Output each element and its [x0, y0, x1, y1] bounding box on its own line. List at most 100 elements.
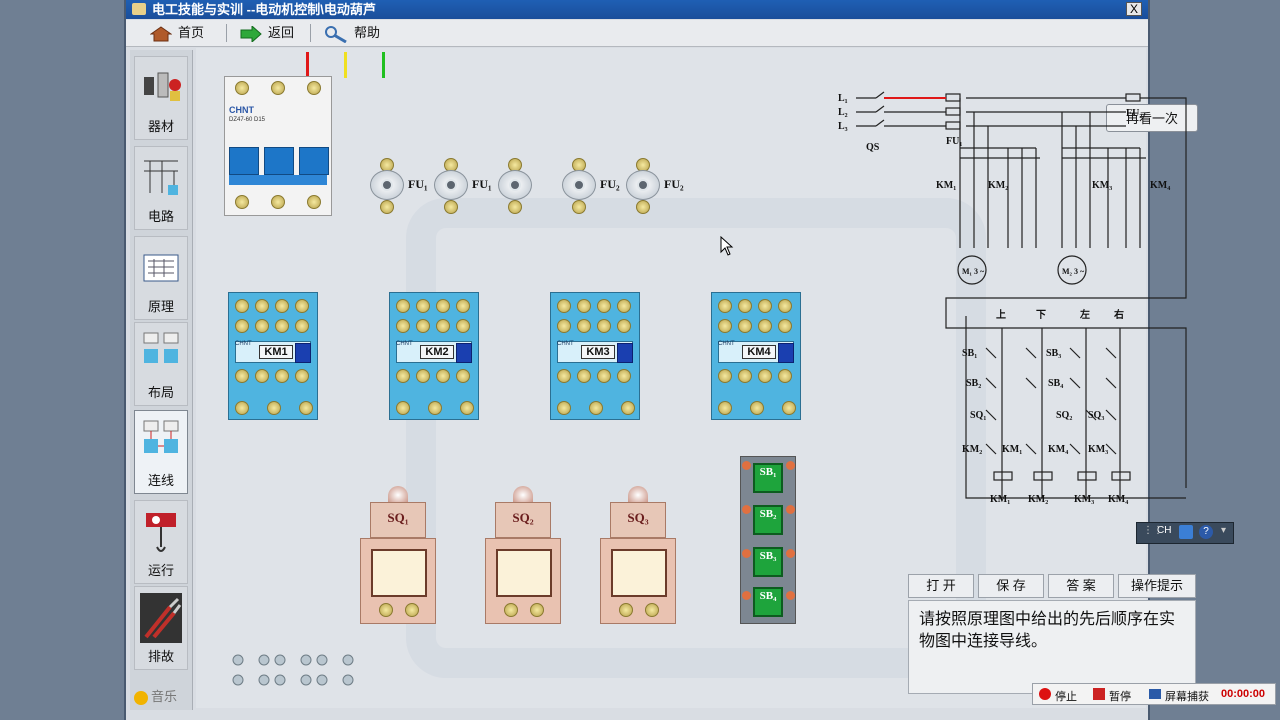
- limit-switch-sq1[interactable]: SQ₁: [360, 486, 436, 624]
- fuse[interactable]: [370, 158, 404, 214]
- terminal-screw[interactable]: [597, 319, 611, 333]
- terminal-screw[interactable]: [636, 200, 650, 214]
- terminal-screw[interactable]: [778, 319, 792, 333]
- terminal-screw[interactable]: [577, 369, 591, 383]
- back-button[interactable]: 返回: [240, 22, 294, 44]
- fuse[interactable]: [626, 158, 660, 214]
- contactor-km4[interactable]: CHNT KM4: [711, 292, 801, 420]
- terminal-screw[interactable]: [396, 401, 410, 415]
- sidebar-item-layout[interactable]: 布局: [134, 322, 188, 406]
- terminal-screw[interactable]: [396, 299, 410, 313]
- terminal-screw[interactable]: [307, 195, 321, 209]
- terminal-dot[interactable]: [786, 505, 795, 514]
- limit-switch-sq2[interactable]: SQ₂: [485, 486, 561, 624]
- terminal-dot[interactable]: [786, 461, 795, 470]
- terminal-screw[interactable]: [758, 369, 772, 383]
- terminal-screw[interactable]: [255, 299, 269, 313]
- rewatch-button[interactable]: 再看一次: [1106, 104, 1198, 132]
- sidebar-item-principle[interactable]: 原理: [134, 236, 188, 320]
- terminal-screw[interactable]: [295, 369, 309, 383]
- terminal-screw[interactable]: [436, 319, 450, 333]
- stop-button[interactable]: 停止: [1055, 691, 1077, 703]
- terminal-screw[interactable]: [758, 319, 772, 333]
- terminal-screw[interactable]: [235, 81, 249, 95]
- terminal-screw[interactable]: [235, 195, 249, 209]
- terminal-screw[interactable]: [271, 195, 285, 209]
- ime-language[interactable]: CH: [1157, 525, 1172, 536]
- terminal-screw[interactable]: [738, 319, 752, 333]
- terminal-dot[interactable]: [742, 549, 751, 558]
- terminal-screw[interactable]: [597, 299, 611, 313]
- terminal-screw[interactable]: [396, 319, 410, 333]
- terminal-screw[interactable]: [557, 319, 571, 333]
- terminal-screw[interactable]: [299, 401, 313, 415]
- terminal-screw[interactable]: [738, 299, 752, 313]
- contactor-km3[interactable]: CHNT KM3: [550, 292, 640, 420]
- terminal-screw[interactable]: [428, 401, 442, 415]
- terminal-dot[interactable]: [786, 591, 795, 600]
- fuse[interactable]: [562, 158, 596, 214]
- terminal-screw[interactable]: [275, 369, 289, 383]
- pause-icon[interactable]: [1093, 688, 1105, 700]
- pushbutton-sb1[interactable]: SB₁: [753, 463, 783, 493]
- terminal-screw[interactable]: [597, 369, 611, 383]
- terminal-screw[interactable]: [255, 319, 269, 333]
- terminal-screw[interactable]: [379, 603, 393, 617]
- terminal-screw[interactable]: [617, 299, 631, 313]
- terminal-screw[interactable]: [617, 369, 631, 383]
- terminal-screw[interactable]: [436, 299, 450, 313]
- terminal-dot[interactable]: [742, 591, 751, 600]
- contactor-km2[interactable]: CHNT KM2: [389, 292, 479, 420]
- ime-user-icon[interactable]: [1179, 525, 1193, 539]
- terminal-dot[interactable]: [786, 549, 795, 558]
- pushbutton-sb3[interactable]: SB₃: [753, 547, 783, 577]
- stop-icon[interactable]: [1039, 688, 1051, 700]
- fuse[interactable]: [434, 158, 468, 214]
- terminal-screw[interactable]: [718, 319, 732, 333]
- terminal-block[interactable]: [232, 652, 362, 688]
- terminal-screw[interactable]: [577, 299, 591, 313]
- terminal-screw[interactable]: [557, 401, 571, 415]
- terminal-screw[interactable]: [456, 299, 470, 313]
- terminal-screw[interactable]: [456, 319, 470, 333]
- terminal-screw[interactable]: [235, 319, 249, 333]
- pause-button[interactable]: 暂停: [1109, 691, 1131, 703]
- terminal-screw[interactable]: [396, 369, 410, 383]
- music-toggle[interactable]: 音乐: [134, 686, 177, 705]
- terminal-screw[interactable]: [619, 603, 633, 617]
- terminal-screw[interactable]: [577, 319, 591, 333]
- terminal-screw[interactable]: [235, 369, 249, 383]
- terminal-screw[interactable]: [530, 603, 544, 617]
- pushbutton-sb4[interactable]: SB₄: [753, 587, 783, 617]
- sidebar-item-troubleshoot[interactable]: 排故: [134, 586, 188, 670]
- sidebar-item-equipment[interactable]: 器材: [134, 56, 188, 140]
- terminal-screw[interactable]: [416, 319, 430, 333]
- terminal-screw[interactable]: [235, 401, 249, 415]
- terminal-screw[interactable]: [572, 200, 586, 214]
- sidebar-item-circuit[interactable]: 电路: [134, 146, 188, 230]
- terminal-screw[interactable]: [380, 200, 394, 214]
- terminal-screw[interactable]: [255, 369, 269, 383]
- terminal-screw[interactable]: [416, 299, 430, 313]
- terminal-screw[interactable]: [460, 401, 474, 415]
- tab-answer[interactable]: 答 案: [1048, 574, 1114, 598]
- help-button[interactable]: 帮助: [324, 22, 380, 44]
- monitor-icon[interactable]: [1149, 689, 1161, 699]
- terminal-screw[interactable]: [557, 369, 571, 383]
- terminal-screw[interactable]: [782, 401, 796, 415]
- limit-switch-sq3[interactable]: SQ₃: [600, 486, 676, 624]
- fuse[interactable]: [498, 158, 532, 214]
- close-button[interactable]: X: [1126, 2, 1142, 16]
- terminal-screw[interactable]: [307, 81, 321, 95]
- terminal-screw[interactable]: [778, 369, 792, 383]
- pushbutton-sb2[interactable]: SB₂: [753, 505, 783, 535]
- terminal-screw[interactable]: [267, 401, 281, 415]
- sidebar-item-run[interactable]: 运行: [134, 500, 188, 584]
- terminal-screw[interactable]: [758, 299, 772, 313]
- contactor-km1[interactable]: CHNT KM1: [228, 292, 318, 420]
- terminal-dot[interactable]: [742, 505, 751, 514]
- terminal-screw[interactable]: [718, 299, 732, 313]
- terminal-screw[interactable]: [444, 200, 458, 214]
- terminal-screw[interactable]: [416, 369, 430, 383]
- terminal-screw[interactable]: [456, 369, 470, 383]
